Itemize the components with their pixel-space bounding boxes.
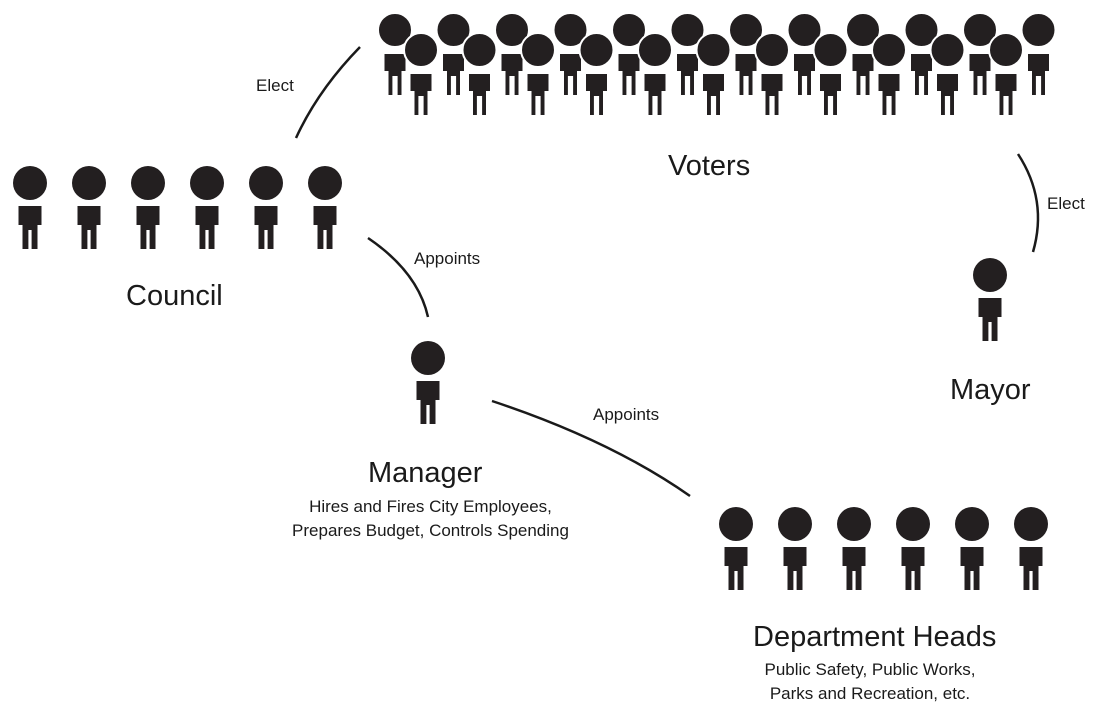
person-icon	[837, 507, 871, 590]
person-icon	[955, 507, 989, 590]
person-icon	[637, 32, 673, 117]
person-icon	[812, 32, 849, 117]
department-heads-description: Public Safety, Public Works, Parks and R…	[740, 658, 1000, 706]
person-icon	[13, 166, 47, 249]
person-icon	[973, 258, 1007, 341]
person-icon	[552, 12, 589, 97]
department-heads-label: Department Heads	[753, 621, 997, 653]
person-icon	[786, 12, 823, 97]
mayor-label: Mayor	[950, 374, 1031, 406]
person-icon	[435, 12, 472, 97]
person-icon	[72, 166, 106, 249]
voters-council-relation: Elect	[256, 76, 294, 95]
manager-description-line-2: Prepares Budget, Controls Spending	[292, 521, 569, 540]
manager-description-line-1: Hires and Fires City Employees,	[309, 497, 552, 516]
person-icon	[411, 341, 445, 424]
voters-label: Voters	[668, 150, 751, 182]
manager-description: Hires and Fires City Employees, Prepares…	[258, 495, 603, 543]
person-icon	[845, 12, 881, 97]
person-icon	[520, 32, 556, 117]
person-icon	[896, 507, 930, 590]
person-icon	[929, 32, 966, 117]
person-icon	[754, 32, 790, 117]
person-icon	[190, 166, 224, 249]
person-icon	[578, 32, 615, 117]
person-icon	[494, 12, 530, 97]
council-manager-relation: Appoints	[414, 249, 481, 268]
voters-mayor-link	[1016, 153, 1040, 253]
person-icon	[377, 12, 413, 97]
department-heads-description-line-2: Parks and Recreation, etc.	[769, 684, 971, 703]
person-icon	[695, 32, 732, 117]
department-heads-description-line-1: Public Safety, Public Works,	[764, 660, 976, 679]
manager-departments-link	[491, 399, 691, 498]
person-icon	[719, 507, 753, 590]
council-label: Council	[126, 280, 223, 312]
person-icon	[131, 166, 165, 249]
person-icon	[403, 32, 439, 117]
person-icon	[308, 166, 342, 249]
person-icon	[728, 12, 764, 97]
person-icon	[1020, 12, 1057, 97]
person-icon	[1014, 507, 1048, 590]
voters-council-link	[294, 46, 361, 139]
manager-label: Manager	[368, 457, 483, 489]
manager-departments-relation: Appoints	[593, 405, 660, 424]
person-icon	[988, 32, 1024, 117]
person-icon	[611, 12, 647, 97]
person-icon	[249, 166, 283, 249]
person-icon	[903, 12, 940, 97]
person-icon	[461, 32, 498, 117]
person-icon	[871, 32, 907, 117]
council-manager-link	[367, 236, 430, 318]
voters-mayor-relation: Elect	[1047, 194, 1085, 213]
person-icon	[962, 12, 998, 97]
person-icon	[669, 12, 706, 97]
person-icon	[778, 507, 812, 590]
